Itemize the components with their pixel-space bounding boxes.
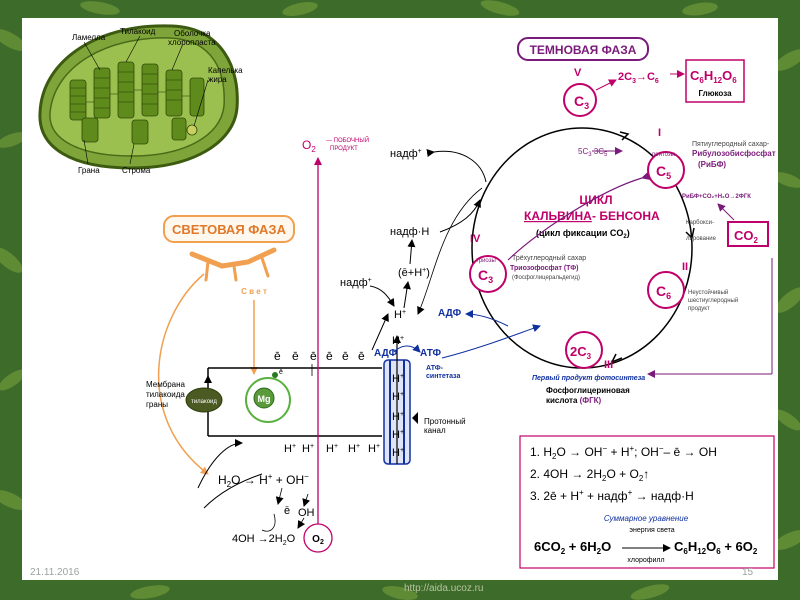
stage-v: V — [574, 67, 582, 79]
light-phase-title: СВЕТОВАЯ ФАЗА — [172, 222, 287, 237]
lamella-label: Ламелла — [72, 33, 106, 42]
equation-3: 3. 2ē + H+ + надф+ → надф·H — [530, 488, 694, 503]
dark-phase-title-box — [517, 37, 649, 61]
svg-text:ē: ē — [274, 349, 281, 363]
trioses-label: триозы — [476, 258, 496, 264]
c3-to-c6: 2C3→C6 — [618, 71, 659, 85]
e-plus-h: (ē+H+) — [398, 267, 430, 279]
equation-1: 1. H2O → OH− + H+; OH−– ē → OH — [530, 444, 717, 461]
adp-label: АДФ — [374, 348, 398, 359]
stage-iii: III — [604, 359, 613, 371]
c3-to-c5-eq: 5C3 3C5 — [578, 147, 608, 158]
glucose-box — [685, 59, 745, 103]
dark-phase-title: ТЕМНОВАЯ ФАЗА — [530, 43, 637, 57]
atp-synthase-label: АТФ-синтетаза — [426, 365, 460, 380]
svg-text:ē: ē — [342, 349, 349, 363]
atp-label: АТФ — [420, 348, 441, 359]
grana-label: Грана — [78, 166, 100, 175]
light-label: С в е т — [241, 287, 267, 296]
stage-i: I — [658, 127, 661, 139]
co2-label: CO2 — [734, 228, 759, 245]
c6-node — [647, 271, 685, 309]
footer-date: 21.11.2016 — [30, 567, 80, 578]
thylakoid-label: Тилакоид — [120, 27, 156, 36]
light-phase-title-box — [163, 215, 295, 243]
svg-text:H+: H+ — [302, 443, 314, 455]
o2-circle-label: O2 — [312, 534, 324, 546]
triose-node — [469, 255, 507, 293]
electron-chain: ē ē ē ē ē ē — [274, 349, 365, 363]
mg-label: Mg — [258, 394, 271, 404]
ribf-equation: РиБФ+CO₂+H₂O→2ФГК — [682, 194, 751, 200]
footer-watermark: http://aida.ucoz.ru — [404, 583, 484, 594]
cycle-name-b: - БЕНСОНА — [592, 209, 660, 223]
adp-label-cycle: АДФ — [438, 308, 462, 319]
cycle-name-a: КАЛЬВИНА — [524, 209, 592, 223]
pga-node — [565, 331, 603, 369]
glucose-label: Глюкоза — [698, 89, 732, 98]
c3-top-node — [563, 83, 597, 117]
equations-box — [519, 435, 775, 569]
light-energy-label: энергия света — [629, 527, 674, 534]
ribulose-label: Рибулозобисфосфат — [692, 149, 776, 158]
svg-text:ē: ē — [358, 349, 365, 363]
summary-title: Суммарное уравнение — [604, 514, 689, 523]
first-product-label: Первый продукт фотосинтеза — [532, 374, 645, 382]
co2-box — [727, 221, 769, 247]
thylakoid-body-label: тилакоид — [191, 399, 217, 405]
svg-text:H+: H+ — [392, 335, 404, 347]
electron-from-oh: ē — [284, 505, 290, 517]
cycle-title: ЦИКЛ — [579, 193, 612, 207]
thylakoid-body — [185, 387, 223, 413]
ribf-label: (РиБФ) — [698, 160, 726, 169]
nadf-plus-lower: надф+ — [340, 277, 372, 289]
stage-ii: II — [682, 261, 688, 273]
svg-text:H+: H+ — [326, 443, 338, 455]
equation-2: 2. 4OH → 2H2O + O2↑ — [530, 467, 649, 483]
svg-text:H+: H+ — [368, 443, 380, 455]
svg-text:ē: ē — [326, 349, 333, 363]
equations-panel: 1. H2O → OH− + H+; OH−– ē → OH 2. 4OH → … — [519, 435, 775, 569]
oh-to-water-eq: 4OH →2H2O — [232, 533, 296, 547]
c5-node — [647, 151, 685, 189]
footer-page-number: 15 — [742, 567, 754, 578]
triose-phosphate-b: (Фосфоглицеральдегид) — [512, 275, 580, 281]
triose-desc: Трёхуглеродный сахар — [512, 254, 586, 262]
pga-label: 2C3 — [570, 344, 592, 361]
o2-product: O2 — [302, 138, 316, 154]
pentose-desc: Пятиуглеродный сахар- — [692, 140, 770, 148]
chlorophyll-label: хлорофилл — [627, 557, 664, 564]
svg-text:ē: ē — [279, 369, 283, 376]
h-plus-top: H+ — [394, 309, 406, 321]
nadf-plus-upper: надф+ — [390, 148, 422, 160]
triose-phosphate: Триозофосфат (ТФ) — [510, 265, 579, 272]
water-splitting-eq: H2O → H+ + OH− — [218, 472, 309, 489]
summary-right: C6H12O6 + 6O2 — [674, 539, 758, 556]
nadf-h: надф·Н — [390, 226, 429, 238]
svg-text:H+: H+ — [284, 443, 296, 455]
proton-row: H+ H+ H+ H+ H+ — [284, 443, 380, 455]
svg-text:ē: ē — [292, 349, 299, 363]
pentoses-label: пентозы — [652, 152, 675, 158]
summary-left: 6CO2 + 6H2O — [534, 539, 611, 556]
cycle-subtitle: (цикл фиксации CO2) — [536, 228, 630, 240]
stroma-label: Строма — [122, 166, 151, 175]
light-rays-icon — [189, 247, 277, 269]
carboxylation-label: Карбокси-лирование — [686, 220, 717, 242]
svg-text:ē: ē — [310, 349, 317, 363]
svg-text:H+: H+ — [348, 443, 360, 455]
stage-iv: IV — [470, 233, 481, 245]
oh-label: OH — [298, 507, 315, 519]
dark-phase: ТЕМНОВАЯ ФАЗА C3 V 2C3→C6 C6H12O6 Глюкоз… — [417, 37, 776, 405]
